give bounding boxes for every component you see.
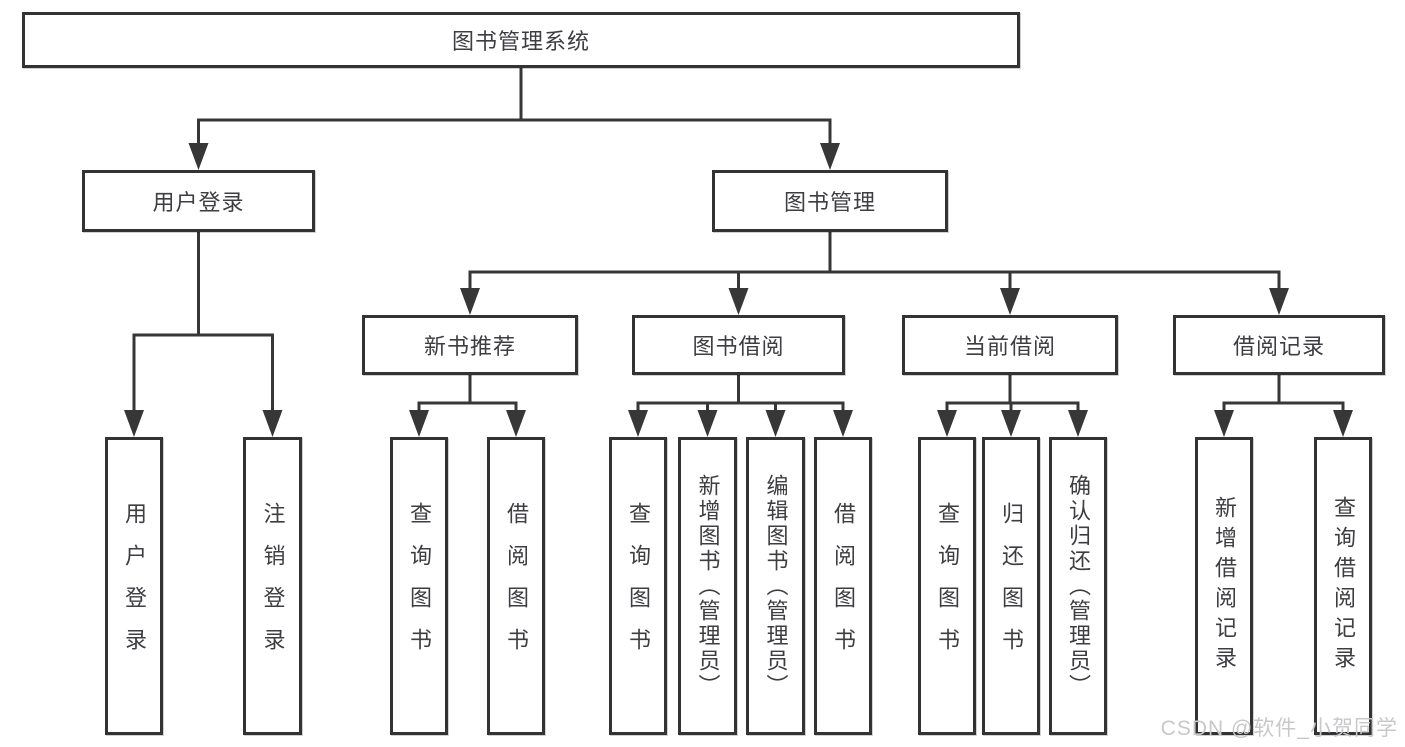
arrowhead-icon bbox=[1000, 288, 1020, 315]
node-label: 用户登录 bbox=[122, 502, 147, 670]
node-bb-add-books: 新增图书（管理员） bbox=[678, 437, 737, 735]
node-book-borrowing: 图书借阅 bbox=[632, 315, 845, 375]
node-bb-query-books: 查询图书 bbox=[609, 437, 667, 735]
node-nb-borrow-books: 借阅图书 bbox=[487, 437, 545, 735]
arrowhead-icon bbox=[262, 410, 283, 437]
node-cb-confirm-return: 确认归还（管理员） bbox=[1049, 437, 1107, 735]
arrowhead-icon bbox=[124, 410, 144, 437]
arrowhead-icon bbox=[820, 143, 840, 170]
arrowhead-icon bbox=[765, 410, 786, 437]
node-borrow-records: 借阅记录 bbox=[1173, 315, 1385, 375]
node-system-root: 图书管理系统 bbox=[22, 12, 1020, 68]
node-label: 新书推荐 bbox=[423, 334, 516, 359]
arrowhead-icon bbox=[628, 410, 648, 437]
arrowhead-icon bbox=[1333, 410, 1353, 437]
node-bb-edit-books: 编辑图书（管理员） bbox=[746, 437, 805, 735]
node-label: 编辑图书（管理员） bbox=[763, 473, 789, 699]
node-br-add-record: 新增借阅记录 bbox=[1195, 437, 1253, 735]
node-label: 查询图书 bbox=[626, 502, 651, 670]
node-cb-return-books: 归还图书 bbox=[982, 437, 1040, 735]
arrowhead-icon bbox=[506, 410, 526, 437]
arrowhead-icon bbox=[409, 410, 429, 437]
arrowhead-icon bbox=[1214, 410, 1234, 437]
arrowhead-icon bbox=[937, 410, 957, 437]
node-login-action: 用户登录 bbox=[105, 437, 163, 735]
node-label: 查询图书 bbox=[935, 502, 960, 670]
arrowhead-icon bbox=[1068, 410, 1088, 437]
node-label: 借阅记录 bbox=[1232, 334, 1325, 359]
node-label: 查询借阅记录 bbox=[1331, 496, 1356, 676]
node-label: 归还图书 bbox=[999, 502, 1024, 670]
node-current-borrowing: 当前借阅 bbox=[902, 315, 1118, 375]
node-label: 借阅图书 bbox=[831, 502, 856, 670]
node-book-management: 图书管理 bbox=[712, 170, 948, 232]
node-label: 图书管理 bbox=[783, 190, 876, 215]
node-label: 查询图书 bbox=[407, 502, 432, 670]
arrowhead-icon bbox=[1001, 410, 1021, 437]
arrowhead-icon bbox=[460, 288, 480, 315]
node-label: 注销登录 bbox=[260, 502, 286, 670]
node-label: 新增图书（管理员） bbox=[695, 473, 721, 699]
arrowhead-icon bbox=[188, 143, 209, 170]
node-new-book-recommend: 新书推荐 bbox=[362, 315, 578, 375]
node-bb-borrow-books: 借阅图书 bbox=[814, 437, 872, 735]
node-nb-query-books: 查询图书 bbox=[390, 437, 448, 735]
node-label: 用户登录 bbox=[152, 190, 245, 215]
node-br-query-record: 查询借阅记录 bbox=[1314, 437, 1372, 735]
arrowhead-icon bbox=[728, 288, 749, 315]
node-label: 确认归还（管理员） bbox=[1066, 473, 1091, 699]
node-label: 当前借阅 bbox=[963, 334, 1056, 359]
node-user-login: 用户登录 bbox=[82, 170, 315, 232]
node-cb-query-books: 查询图书 bbox=[918, 437, 976, 735]
node-label: 图书借阅 bbox=[692, 334, 785, 359]
arrowhead-icon bbox=[1269, 288, 1289, 315]
node-logout-action: 注销登录 bbox=[243, 437, 302, 735]
arrowhead-icon bbox=[697, 410, 718, 437]
arrowhead-icon bbox=[833, 410, 853, 437]
node-label: 新增借阅记录 bbox=[1212, 496, 1237, 676]
node-label: 图书管理系统 bbox=[451, 29, 590, 54]
node-label: 借阅图书 bbox=[504, 502, 529, 670]
